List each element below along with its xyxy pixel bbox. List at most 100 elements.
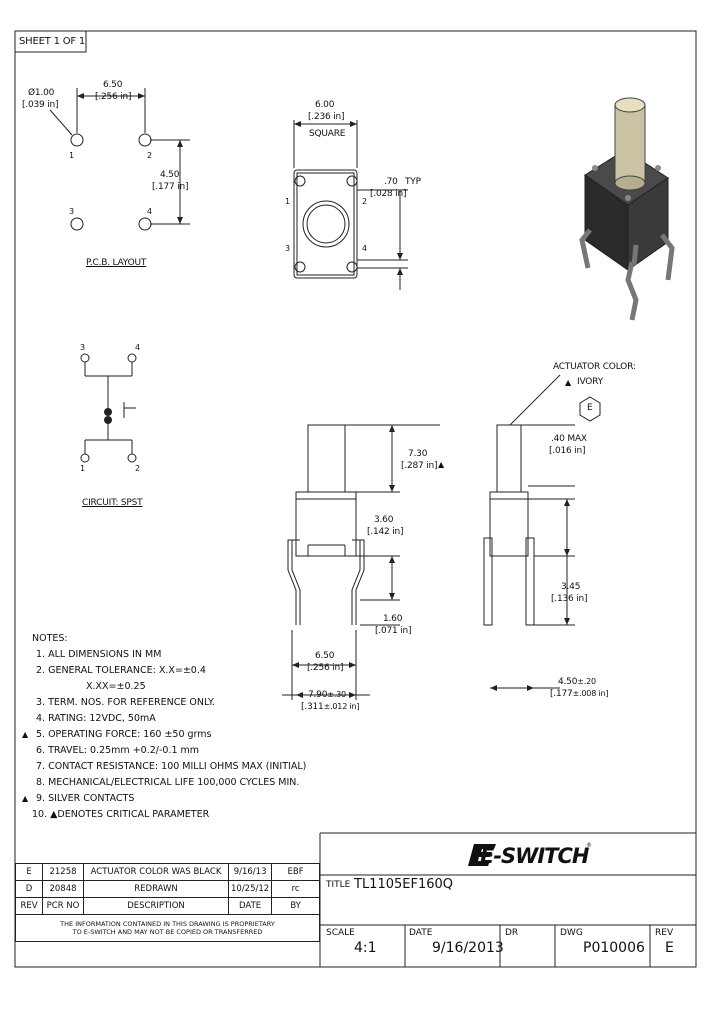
top-tab: .70: [384, 177, 398, 187]
notes-title: NOTES:: [32, 633, 68, 644]
header-date: DATE: [227, 897, 273, 915]
front-pitch-in: [.256 in]: [307, 663, 344, 673]
logo-trademark: ®: [586, 842, 592, 849]
front-body: 3.60: [374, 515, 394, 525]
disclaimer-row: THE INFORMATION CONTAINED IN THIS DRAWIN…: [15, 914, 320, 942]
side-leg-in: [.136 in]: [551, 594, 588, 604]
note-2: 2. GENERAL TOLERANCE: X.X=±0.4: [36, 665, 206, 676]
rev-cell: E: [15, 863, 43, 881]
side-width-in: [.177±.008 in]: [550, 689, 609, 699]
header-by: BY: [271, 897, 320, 915]
top-pin-1: 1: [285, 197, 290, 206]
pcb-pin-4: 4: [147, 207, 152, 216]
top-pin-3: 3: [285, 244, 290, 253]
top-typ: TYP: [405, 177, 421, 187]
pcb-pin-1: 1: [69, 151, 74, 160]
note-10: 10. ▲DENOTES CRITICAL PARAMETER: [32, 809, 210, 820]
header-pcr: PCR NO: [42, 897, 84, 915]
pcb-hole-dia-in: [.039 in]: [22, 100, 59, 110]
pcb-pin-3: 3: [69, 207, 74, 216]
top-size: 6.00: [315, 100, 335, 110]
side-width: 4.50±.20: [558, 677, 596, 687]
critical-marker-2: ▲: [565, 378, 571, 387]
side-leg: 3.45: [561, 582, 581, 592]
date-label: DATE: [409, 928, 433, 938]
revision-header-row: REV PCR NO DESCRIPTION DATE BY: [15, 897, 320, 915]
circuit-pin-4: 4: [135, 343, 140, 352]
note-7: 7. CONTACT RESISTANCE: 100 MILLI OHMS MA…: [36, 761, 307, 772]
critical-marker-note-5: ▲: [22, 730, 29, 739]
pcb-hole-dia: Ø1.00: [28, 88, 55, 98]
eswitch-logo: E-SWITCH ®: [468, 840, 598, 870]
header-desc: DESCRIPTION: [83, 897, 229, 915]
critical-marker-note-9: ▲: [22, 794, 29, 803]
front-overall-in: [.311±.012 in]: [301, 702, 360, 712]
note-5: 5. OPERATING FORCE: 160 ±50 grms: [36, 729, 212, 740]
front-lead-in: [.071 in]: [375, 626, 412, 636]
date-cell: 9/16/13: [227, 863, 273, 881]
front-height-in: [.287 in]: [401, 461, 438, 471]
revision-table: E 21258 ACTUATOR COLOR WAS BLACK 9/16/13…: [15, 863, 320, 942]
by-cell: rc: [271, 880, 320, 898]
critical-marker-1: ▲: [438, 460, 444, 469]
disclaimer-cell: THE INFORMATION CONTAINED IN THIS DRAWIN…: [15, 914, 320, 942]
logo-mark-icon: [468, 844, 496, 866]
actuator-color: IVORY: [577, 377, 603, 387]
pcb-width: 6.50: [103, 80, 123, 90]
top-square: SQUARE: [309, 129, 346, 139]
pcb-height: 4.50: [160, 170, 180, 180]
note-3: 3. TERM. NOS. FOR REFERENCE ONLY.: [36, 697, 215, 708]
top-tab-in: [.028 in]: [370, 189, 407, 199]
by-cell: EBF: [271, 863, 320, 881]
front-lead: 1.60: [383, 614, 403, 624]
circuit-pin-2: 2: [135, 464, 140, 473]
date-value: 9/16/2013: [432, 940, 504, 956]
side-max: .40 MAX: [551, 434, 587, 444]
desc-cell: REDRAWN: [83, 880, 229, 898]
circuit-label: CIRCUIT: SPST: [82, 498, 143, 508]
pcb-pin-2: 2: [147, 151, 152, 160]
pcr-cell: 21258: [42, 863, 84, 881]
circuit-pin-3: 3: [80, 343, 85, 352]
front-pitch: 6.50: [315, 651, 335, 661]
pcb-layout-label: P.C.B. LAYOUT: [86, 258, 147, 268]
front-body-in: [.142 in]: [367, 527, 404, 537]
side-max-in: [.016 in]: [549, 446, 586, 456]
scale-label: SCALE: [326, 928, 355, 938]
note-8: 8. MECHANICAL/ELECTRICAL LIFE 100,000 CY…: [36, 777, 300, 788]
revision-row: E 21258 ACTUATOR COLOR WAS BLACK 9/16/13…: [15, 863, 320, 881]
rev-value: E: [665, 940, 674, 956]
rev-cell: D: [15, 880, 43, 898]
pcb-height-in: [.177 in]: [152, 182, 189, 192]
actuator-label: ACTUATOR COLOR:: [553, 362, 636, 372]
pcr-cell: 20848: [42, 880, 84, 898]
note-2b: X.XX=±0.25: [86, 681, 146, 692]
top-pin-4: 4: [362, 244, 367, 253]
sheet-label: SHEET 1 OF 1: [19, 36, 86, 47]
top-pin-2: 2: [362, 197, 367, 206]
revision-row: D 20848 REDRAWN 10/25/12 rc: [15, 880, 320, 898]
top-size-in: [.236 in]: [308, 112, 345, 122]
front-height: 7.30: [408, 449, 428, 459]
hex-rev-symbol: E: [587, 403, 593, 413]
title-label: TITLE: [326, 880, 351, 890]
title-value: TL1105EF160Q: [354, 877, 454, 892]
dr-label: DR: [505, 928, 519, 938]
note-6: 6. TRAVEL: 0.25mm +0.2/-0.1 mm: [36, 745, 200, 756]
pcb-width-in: [.256 in]: [95, 92, 132, 102]
dwg-label: DWG: [560, 928, 583, 938]
disclaimer-line-1: THE INFORMATION CONTAINED IN THIS DRAWIN…: [60, 920, 275, 928]
note-4: 4. RATING: 12VDC, 50mA: [36, 713, 156, 724]
logo-text: E-SWITCH: [480, 844, 589, 868]
note-1: 1. ALL DIMENSIONS IN MM: [36, 649, 162, 660]
rev-label: REV: [655, 928, 674, 938]
circuit-pin-1: 1: [80, 464, 85, 473]
note-9: 9. SILVER CONTACTS: [36, 793, 135, 804]
front-overall: 7.90±.30: [308, 690, 346, 700]
date-cell: 10/25/12: [227, 880, 273, 898]
header-rev: REV: [15, 897, 43, 915]
desc-cell: ACTUATOR COLOR WAS BLACK: [83, 863, 229, 881]
disclaimer-line-2: TO E-SWITCH AND MAY NOT BE COPIED OR TRA…: [72, 928, 263, 936]
